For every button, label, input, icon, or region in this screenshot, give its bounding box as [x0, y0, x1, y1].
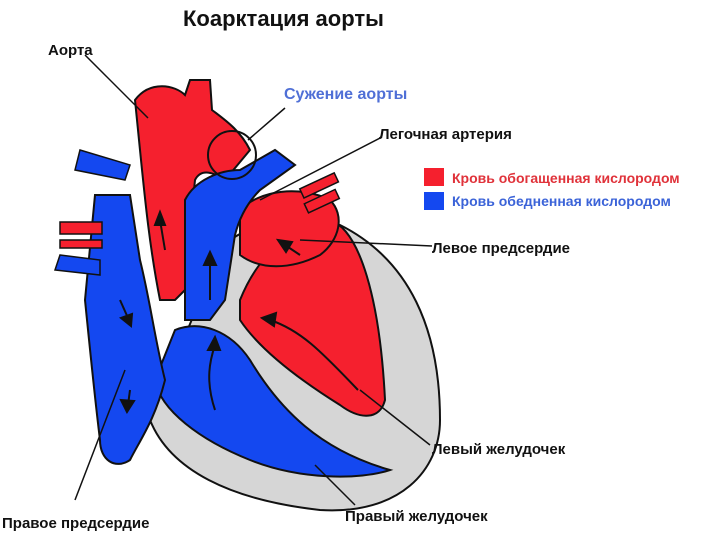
legend-swatch-deoxygenated — [424, 192, 444, 210]
right-atrium-shape — [83, 194, 167, 465]
legend-swatch-oxygenated — [424, 168, 444, 186]
pulmonary-vein-lower — [303, 188, 341, 214]
right-ventricle-shape — [153, 325, 394, 478]
pulmonary-artery-shape — [184, 148, 297, 321]
label-right-atrium: Правое предсердие — [2, 515, 150, 532]
vena-cava-branch-upper — [74, 149, 131, 181]
pulmonary-branch-red-left — [59, 221, 103, 235]
legend-label-oxygenated: Кровь обогащенная кислородом — [452, 170, 680, 186]
label-aorta: Аорта — [48, 42, 93, 59]
legend-label-deoxygenated: Кровь обедненная кислородом — [452, 193, 671, 209]
coarctation-circle — [207, 130, 257, 180]
label-left-atrium: Левое предсердие — [432, 240, 571, 257]
label-pulmonary-artery: Легочная артерия — [379, 126, 512, 143]
label-right-ventricle: Правый желудочек — [345, 508, 488, 525]
label-left-ventricle: Левый желудочек — [432, 441, 566, 458]
callout-lines — [74, 54, 433, 506]
page-title: Коарктация аорты — [183, 6, 384, 31]
label-narrowing: Сужение аорты — [284, 86, 408, 103]
pulmonary-vein-upper — [298, 171, 340, 199]
vena-cava-branch-lower — [53, 254, 101, 276]
pulmonary-branch-red-left-2 — [59, 239, 103, 249]
flow-arrows — [118, 209, 359, 415]
